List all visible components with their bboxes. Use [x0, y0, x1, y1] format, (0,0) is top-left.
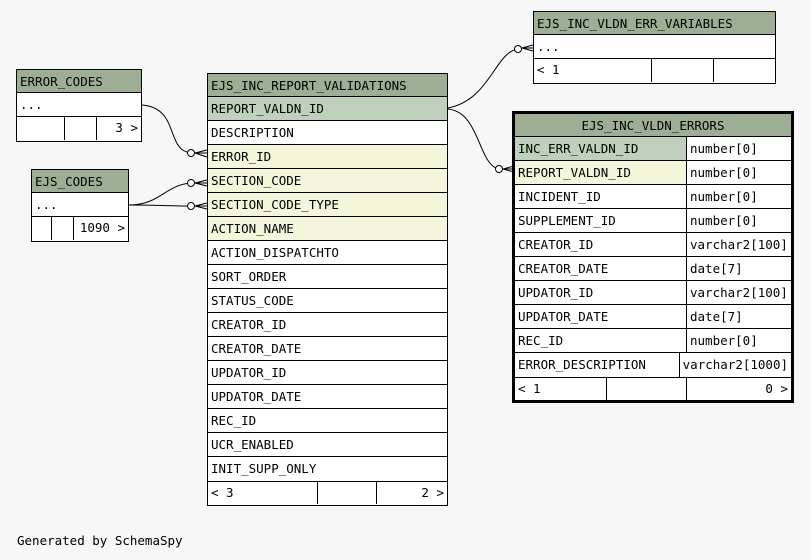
column-name: REC_ID	[515, 329, 687, 352]
column-name: CREATOR_ID	[515, 233, 687, 256]
column-name: SUPPLEMENT_ID	[515, 209, 687, 232]
edge-err-variables	[447, 48, 519, 109]
column-type: number[0]	[690, 333, 758, 348]
column-row[interactable]: ERROR_ID	[208, 145, 447, 169]
table-ejs-codes[interactable]: EJS_CODES ... 1090 >	[31, 169, 129, 242]
column-type: date[7]	[690, 309, 743, 324]
table-footer: < 3 2 >	[208, 481, 447, 504]
column-row[interactable]: DESCRIPTION	[208, 121, 447, 145]
column-row[interactable]: SECTION_CODE_TYPE	[208, 193, 447, 217]
column-name: INC_ERR_VALDN_ID	[515, 137, 687, 160]
column-type: date[7]	[690, 261, 743, 276]
edge-vldn-errors	[447, 108, 500, 170]
column-row[interactable]: SECTION_CODE	[208, 169, 447, 193]
column-row[interactable]: UPDATOR_ID	[208, 361, 447, 385]
column-name: REPORT_VALDN_ID	[515, 161, 687, 184]
column-row[interactable]: SORT_ORDER	[208, 265, 447, 289]
footer-right: 1090 >	[79, 220, 125, 235]
columns-placeholder: ...	[17, 93, 141, 117]
column-type: number[0]	[690, 189, 758, 204]
table-title[interactable]: EJS_INC_VLDN_ERRORS	[515, 114, 791, 137]
column-row[interactable]: STATUS_CODE	[208, 289, 447, 313]
footer-right: 2 >	[421, 485, 444, 500]
table-report-validations[interactable]: EJS_INC_REPORT_VALIDATIONS REPORT_VALDN_…	[207, 73, 448, 506]
table-footer: 1090 >	[32, 217, 128, 240]
column-row[interactable]: UCR_ENABLED	[208, 433, 447, 457]
edge-ejs-codes-type	[128, 204, 192, 207]
footer-right: 3 >	[115, 120, 138, 135]
table-err-variables[interactable]: EJS_INC_VLDN_ERR_VARIABLES ... < 1	[533, 11, 776, 84]
column-row[interactable]: REC_ID	[208, 409, 447, 433]
edge-ejs-codes-section	[128, 182, 192, 206]
column-name: INCIDENT_ID	[515, 185, 687, 208]
column-row[interactable]: INIT_SUPP_ONLY	[208, 457, 447, 481]
column-row[interactable]: UPDATOR_DATE	[208, 385, 447, 409]
column-row[interactable]: ACTION_NAME	[208, 217, 447, 241]
edge-error-codes	[141, 104, 192, 154]
footer-left: < 1	[515, 378, 607, 400]
table-title[interactable]: EJS_INC_REPORT_VALIDATIONS	[208, 74, 447, 97]
column-row[interactable]: CREATOR_DATE	[208, 337, 447, 361]
column-type: number[0]	[690, 165, 758, 180]
column-row[interactable]: CREATOR_ID	[208, 313, 447, 337]
column-type: varchar2[100]	[690, 285, 788, 300]
column-type: number[0]	[690, 213, 758, 228]
columns-placeholder: ...	[32, 193, 128, 217]
column-type: varchar2[100]	[690, 237, 788, 252]
columns-placeholder: ...	[534, 35, 775, 59]
table-error-codes[interactable]: ERROR_CODES ... 3 >	[16, 69, 142, 142]
footer-left: < 1	[534, 59, 652, 82]
column-name: UPDATOR_ID	[515, 281, 687, 304]
column-name: UPDATOR_DATE	[515, 305, 687, 328]
column-row[interactable]: ACTION_DISPATCHTO	[208, 241, 447, 265]
table-footer: < 1	[534, 59, 775, 82]
table-title[interactable]: ERROR_CODES	[17, 70, 141, 93]
column-name: ERROR_DESCRIPTION	[515, 353, 680, 377]
column-type: varchar2[1000]	[682, 357, 788, 372]
column-name: CREATOR_DATE	[515, 257, 687, 280]
column-row[interactable]: REPORT_VALDN_ID	[208, 97, 447, 121]
generated-by-label: Generated by SchemaSpy	[17, 533, 183, 548]
footer-right: 0 >	[765, 381, 788, 396]
table-title[interactable]: EJS_INC_VLDN_ERR_VARIABLES	[534, 12, 775, 35]
table-footer: < 1 0 >	[515, 377, 791, 400]
footer-left: < 3	[208, 482, 318, 504]
table-footer: 3 >	[17, 117, 141, 140]
column-type: number[0]	[690, 141, 758, 156]
table-title[interactable]: EJS_CODES	[32, 170, 128, 193]
